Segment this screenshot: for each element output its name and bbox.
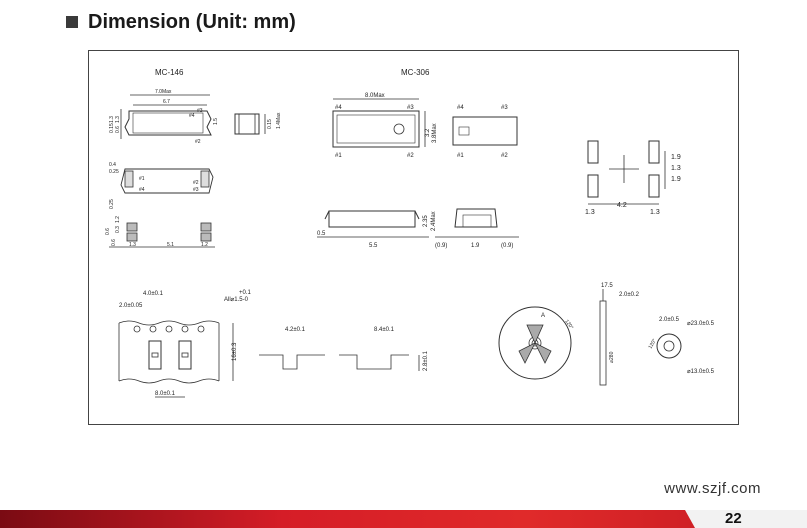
mc306-bottom-pin2: #2 (501, 153, 508, 159)
reel-angle: 120° (563, 319, 574, 331)
mc306-dim-width-max: 3.8Max (432, 123, 438, 143)
reel-detail: A (541, 313, 545, 319)
mc146-dim-side1: 0.15 (267, 119, 273, 129)
mc146-pad-pin2: #2 (193, 180, 199, 186)
mc146-foot-dim6: 1.2 (201, 242, 208, 248)
mc306-bottom-pin1: #1 (457, 153, 464, 159)
mc306-side-dim4: 5.5 (369, 243, 378, 249)
mc306-pin4: #4 (335, 105, 342, 111)
pocket-small: 4.2±0.1 (285, 327, 306, 333)
mc146-dim-left1: 1.3 (115, 116, 121, 123)
mc306-pin3: #3 (407, 105, 414, 111)
mc146-dim-left4: 0.15 (109, 123, 115, 133)
mc306-end-dim3: (0.9) (501, 243, 513, 249)
mc146-foot-dim2: 1.3 (129, 242, 136, 248)
mc146-foot-dim4: 1.2 (115, 216, 121, 223)
mc146-pad-pin3: #3 (193, 187, 199, 193)
bullet-square-icon (66, 16, 78, 28)
mc306-side-dim2: 2.35 (423, 215, 429, 227)
footprint-col1: 1.3 (585, 209, 595, 216)
mc146-dim-left2: 0.6 (115, 126, 121, 133)
mc146-foot-dim7: 0.6 (105, 228, 111, 235)
mc146-dim-side2: 1.4Max (276, 112, 282, 129)
footprint-col3: 1.3 (650, 209, 660, 216)
tape-hole: 2.0±0.05 (119, 303, 143, 309)
mc306-end-dim2: 1.9 (471, 243, 480, 249)
mc306-label: MC-306 (401, 68, 430, 77)
mc146-pad-pin4: #4 (139, 187, 145, 193)
mc146-foot-dim1: 0.6 (111, 239, 117, 246)
mc146-pin2: #2 (195, 139, 201, 145)
tape-tol: +0.1 (239, 290, 252, 296)
dimension-drawing: MC-146 7.0Max 6.7 #4 #3 #2 1.3 0.6 1.3 0… (88, 50, 739, 425)
mc306-bottom-pin3: #3 (501, 105, 508, 111)
pocket-large: 8.4±0.1 (374, 327, 395, 333)
mc146-dim-height: 1.5 (213, 118, 219, 125)
footprint-row3: 1.9 (671, 176, 681, 183)
footprint-row1: 1.9 (671, 154, 681, 161)
mc146-dim-length: 7.0Max (155, 89, 172, 95)
mc306-dim-length: 8.0Max (365, 93, 385, 99)
tape-cavity-pitch: 8.0±0.1 (155, 391, 176, 397)
mc146-pin4: #4 (189, 113, 195, 119)
footer-bar (0, 510, 807, 528)
mc146-pad-dim3: 0.25 (109, 199, 115, 209)
mc146-label: MC-146 (155, 68, 184, 77)
section-header: Dimension (Unit: mm) (66, 8, 296, 36)
mc306-dim-width: 3.2 (425, 128, 431, 137)
mc146-foot-dim3: 0.3 (115, 226, 121, 233)
footprint-row2: 1.3 (671, 165, 681, 172)
footprint-col2: 4.2 (617, 202, 627, 209)
mc306-side-dim1: 2.4Max (431, 211, 437, 231)
mc146-dim-body: 6.7 (163, 99, 170, 105)
mc146-dim-left3: 1.3 (109, 116, 115, 123)
mc306-pin1: #1 (335, 153, 342, 159)
tape-hole-dia: All⌀1.5-0 (224, 297, 249, 303)
reel-hub: 17.5 (601, 283, 613, 289)
mc146-pad-pin1: #1 (139, 176, 145, 182)
reel-hub-angle: 120° (648, 338, 658, 350)
reel-flange: 2.0±0.2 (619, 292, 640, 298)
page-number: 22 (725, 510, 742, 527)
mc306-pin2: #2 (407, 153, 414, 159)
page-number-tab (685, 510, 807, 528)
section-title: Dimension (Unit: mm) (88, 10, 296, 33)
tape-pitch: 4.0±0.1 (143, 291, 164, 297)
mc146-pad-dim1: 0.4 (109, 162, 116, 168)
mc146-foot-dim5: 5.1 (167, 242, 174, 248)
reel-hub-dia: ⌀23.0±0.5 (687, 321, 715, 327)
pocket-depth: 2.8±0.1 (423, 350, 429, 371)
technical-drawing: MC-146 7.0Max 6.7 #4 #3 #2 1.3 0.6 1.3 0… (105, 68, 715, 398)
mc306-end-dim1: (0.9) (435, 243, 447, 249)
reel-dia: ⌀280 (609, 351, 615, 363)
reel-bore: ⌀13.0±0.5 (687, 369, 715, 375)
mc146-pad-dim2: 0.25 (109, 169, 119, 175)
mc146-pin3: #3 (197, 108, 203, 114)
tape-width: 16±0.3 (232, 342, 238, 361)
mc306-bottom-pin4: #4 (457, 105, 464, 111)
reel-hub-slot: 2.0±0.5 (659, 317, 680, 323)
mc306-side-dim3: 0.5 (317, 231, 326, 237)
website-url: www.szjf.com (664, 480, 761, 497)
